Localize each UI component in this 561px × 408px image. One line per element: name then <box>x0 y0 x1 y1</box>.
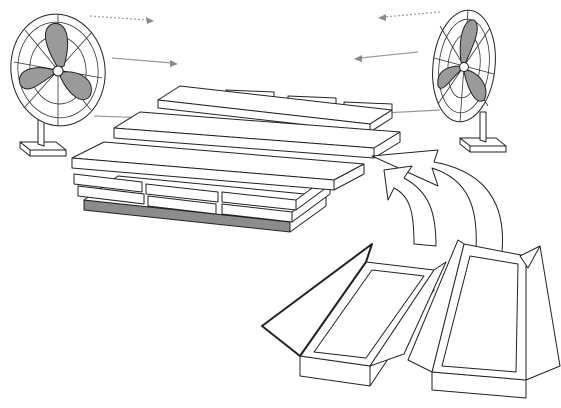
open-box-left <box>261 243 447 387</box>
curved-arrow-outer <box>371 149 504 253</box>
board-top-3 <box>71 141 365 191</box>
fan-left-blade-left <box>18 67 55 90</box>
board-top-1 <box>157 85 393 133</box>
curved-arrow-inner <box>383 165 437 247</box>
fan-left <box>10 13 106 157</box>
curved-transfer-arrows <box>371 149 504 253</box>
fan-left-base <box>19 113 67 157</box>
fan-right-blade-left <box>437 65 462 89</box>
fan-left-blade-top <box>44 23 68 69</box>
airflow-arrow <box>354 51 419 62</box>
fan-right-base <box>459 111 507 153</box>
stacked-boards-on-pallet <box>71 85 401 233</box>
airflow-arrow <box>89 15 154 24</box>
fan-right-blade-top <box>459 19 478 65</box>
open-boxes <box>261 239 561 399</box>
fan-right-head <box>432 9 496 123</box>
fan-right <box>432 9 507 153</box>
fan-left-blade-right <box>59 71 92 101</box>
airflow-arrow <box>378 11 441 21</box>
open-box-right <box>407 239 561 399</box>
airflow-arrow <box>111 57 178 67</box>
fan-left-head <box>10 13 106 127</box>
board-top-2 <box>113 111 401 159</box>
fan-right-blade-right <box>463 69 487 102</box>
